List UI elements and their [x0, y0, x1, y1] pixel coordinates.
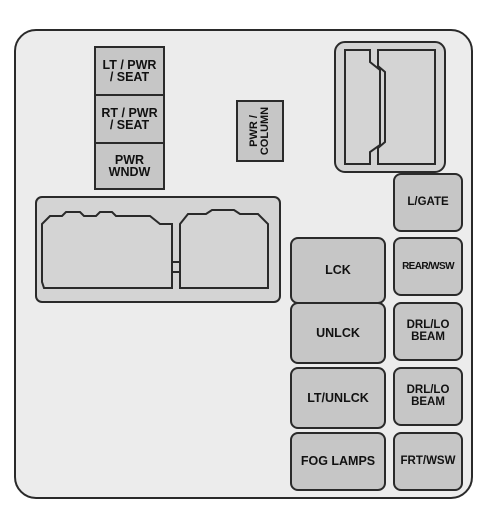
- fuse-pwr-column-label: PWR / COLUMN: [248, 106, 271, 156]
- top-right-connector: [334, 41, 446, 173]
- fuse-rear-wsw: REAR/WSW: [393, 237, 463, 296]
- fuse-drl-lo-beam-1: DRL/LO BEAM: [393, 302, 463, 361]
- relay-fog-lamps: FOG LAMPS: [290, 432, 386, 491]
- fuse-lt-pwr-seat: LT / PWR / SEAT: [94, 46, 165, 96]
- fuse-frt-wsw: FRT/WSW: [393, 432, 463, 491]
- fuse-drl-lo-beam-2: DRL/LO BEAM: [393, 367, 463, 426]
- fuse-rt-pwr-seat: RT / PWR / SEAT: [94, 94, 165, 144]
- relay-lck: LCK: [290, 237, 386, 304]
- fuse-pwr-wndw: PWR WNDW: [94, 142, 165, 190]
- fuse-pwr-column: PWR / COLUMN: [236, 100, 284, 162]
- relay-lt-unlck: LT/UNLCK: [290, 367, 386, 429]
- relay-unlck: UNLCK: [290, 302, 386, 364]
- fuse-l-gate: L/GATE: [393, 173, 463, 232]
- left-wide-connector: [35, 196, 281, 303]
